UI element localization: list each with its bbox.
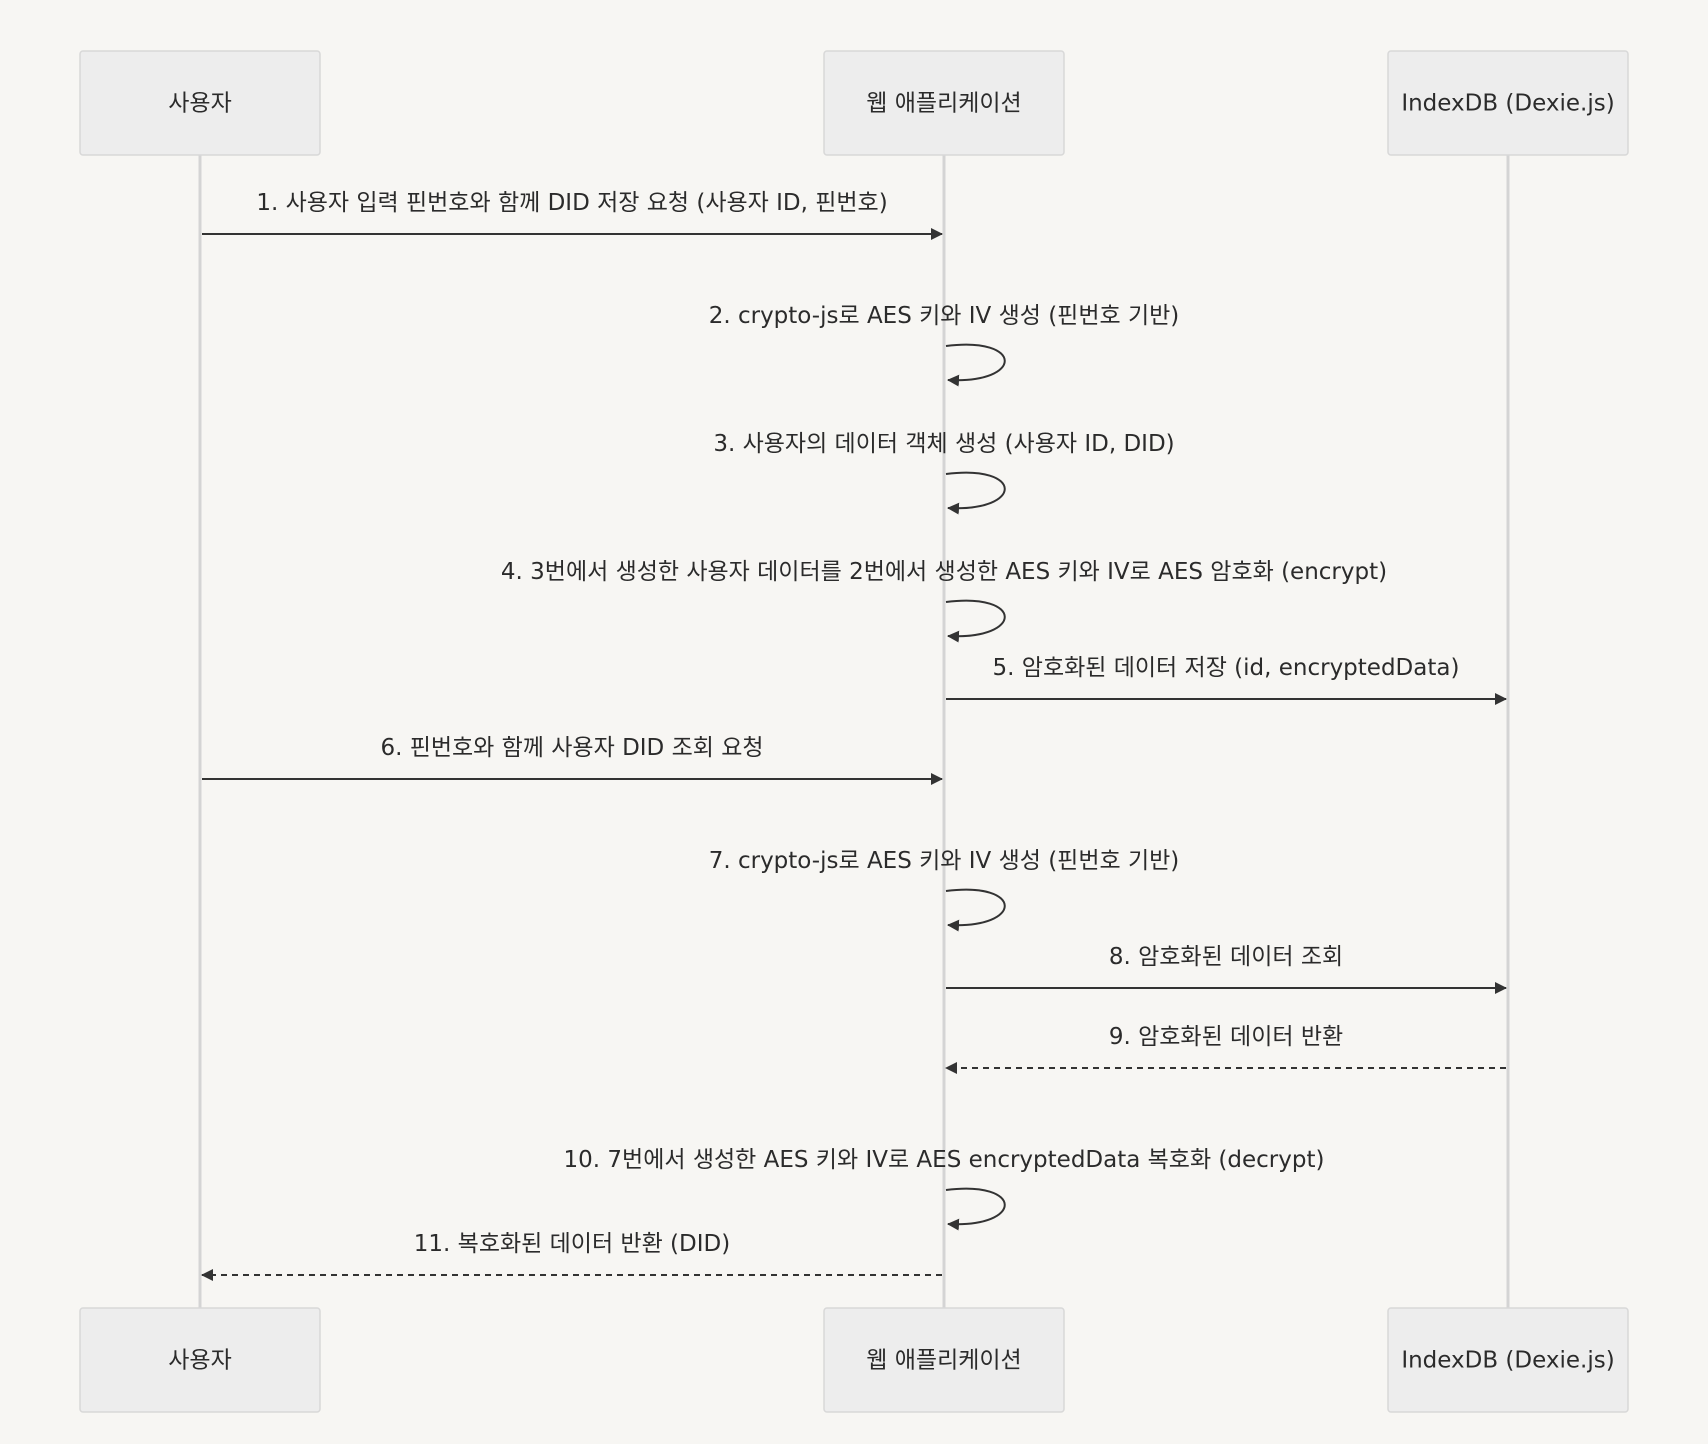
participant-label: 사용자 <box>168 91 231 117</box>
participant-app-bottom: 웹 애플리케이션 <box>823 1307 1065 1413</box>
participant-box <box>1387 1307 1629 1413</box>
participant-label: 웹 애플리케이션 <box>866 1348 1021 1374</box>
participant-db-bottom: IndexDB (Dexie.js) <box>1387 1307 1629 1413</box>
participant-box <box>79 1307 321 1413</box>
message-5: 5. 암호화된 데이터 저장 (id, encryptedData) <box>946 655 1507 705</box>
participant-box <box>1387 50 1629 156</box>
message-1: 1. 사용자 입력 핀번호와 함께 DID 저장 요청 (사용자 ID, 핀번호… <box>202 190 943 240</box>
message-3: 3. 사용자의 데이터 객체 생성 (사용자 ID, DID) <box>713 431 1175 515</box>
message-8: 8. 암호화된 데이터 조회 <box>946 944 1507 994</box>
message-label: 1. 사용자 입력 핀번호와 함께 DID 저장 요청 (사용자 ID, 핀번호… <box>256 190 887 216</box>
message-label: 5. 암호화된 데이터 저장 (id, encryptedData) <box>993 655 1460 681</box>
message-10: 10. 7번에서 생성한 AES 키와 IV로 AES encryptedDat… <box>564 1147 1325 1231</box>
participant-app-top: 웹 애플리케이션 <box>823 50 1065 156</box>
participant-user-bottom: 사용자 <box>79 1307 321 1413</box>
self-message-arrow <box>945 599 1006 643</box>
message-label: 7. crypto-js로 AES 키와 IV 생성 (핀번호 기반) <box>709 848 1180 874</box>
message-label: 11. 복호화된 데이터 반환 (DID) <box>414 1231 730 1257</box>
self-message-arrow <box>945 888 1006 932</box>
message-6: 6. 핀번호와 함께 사용자 DID 조회 요청 <box>202 735 943 785</box>
message-9: 9. 암호화된 데이터 반환 <box>945 1024 1506 1074</box>
self-message-arrow <box>945 343 1006 387</box>
message-4: 4. 3번에서 생성한 사용자 데이터를 2번에서 생성한 AES 키와 IV로… <box>501 559 1387 643</box>
message-label: 8. 암호화된 데이터 조회 <box>1109 944 1343 970</box>
message-label: 3. 사용자의 데이터 객체 생성 (사용자 ID, DID) <box>713 431 1174 457</box>
self-message-arrow <box>945 471 1006 515</box>
message-2: 2. crypto-js로 AES 키와 IV 생성 (핀번호 기반) <box>709 303 1180 387</box>
participant-box <box>823 1307 1065 1413</box>
message-label: 4. 3번에서 생성한 사용자 데이터를 2번에서 생성한 AES 키와 IV로… <box>501 559 1387 585</box>
participant-db-top: IndexDB (Dexie.js) <box>1387 50 1629 156</box>
self-message-arrow <box>945 1187 1006 1231</box>
message-label: 10. 7번에서 생성한 AES 키와 IV로 AES encryptedDat… <box>564 1147 1325 1173</box>
participant-label: 웹 애플리케이션 <box>866 91 1021 117</box>
participant-user-top: 사용자 <box>79 50 321 156</box>
participant-label: IndexDB (Dexie.js) <box>1401 1348 1614 1374</box>
participant-label: IndexDB (Dexie.js) <box>1401 91 1614 117</box>
message-label: 9. 암호화된 데이터 반환 <box>1109 1024 1343 1050</box>
message-11: 11. 복호화된 데이터 반환 (DID) <box>201 1231 942 1281</box>
participant-box <box>823 50 1065 156</box>
message-label: 2. crypto-js로 AES 키와 IV 생성 (핀번호 기반) <box>709 303 1180 329</box>
message-label: 6. 핀번호와 함께 사용자 DID 조회 요청 <box>380 735 763 761</box>
participant-box <box>79 50 321 156</box>
message-7: 7. crypto-js로 AES 키와 IV 생성 (핀번호 기반) <box>709 848 1180 932</box>
participant-label: 사용자 <box>168 1348 231 1374</box>
